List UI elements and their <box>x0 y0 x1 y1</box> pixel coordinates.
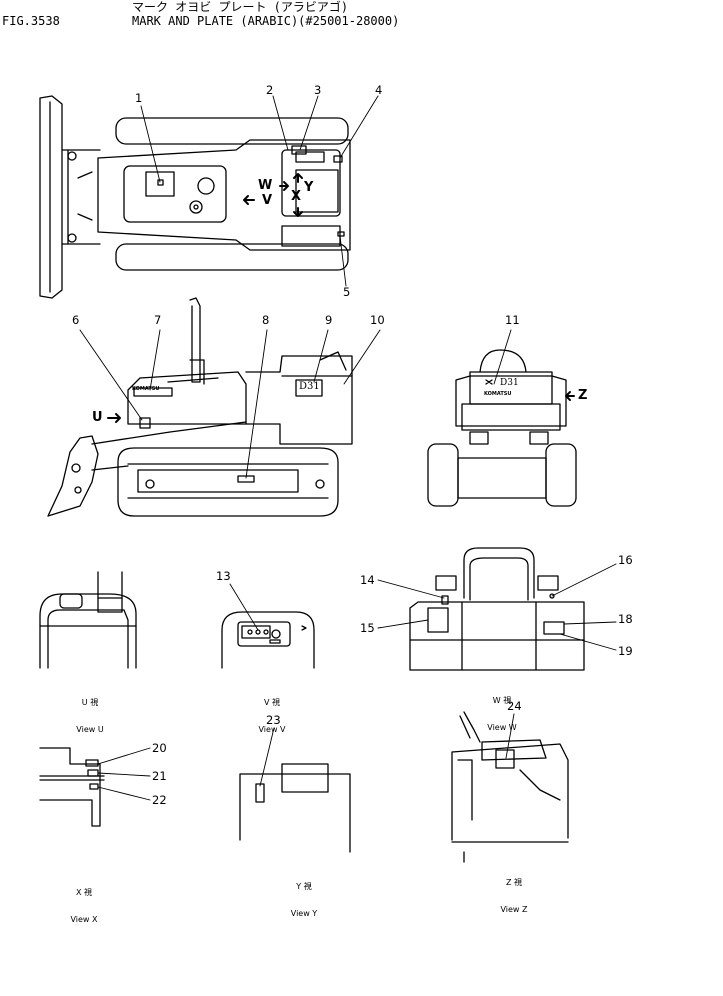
leader-23 <box>259 727 275 787</box>
model-plate-rear: D31 <box>500 378 519 388</box>
caption-view-y: Y 視 View Y <box>282 864 326 927</box>
callout-11: 11 <box>505 313 520 327</box>
view-v-drawing <box>221 611 315 669</box>
view-x-leaders <box>97 747 151 801</box>
callout-20: 20 <box>152 741 167 755</box>
callout-9: 9 <box>325 313 333 327</box>
callout-8: 8 <box>262 313 270 327</box>
view-z-drawing <box>451 711 569 863</box>
callout-1: 1 <box>135 91 143 105</box>
caption-view-u: U 視 View U <box>68 680 112 743</box>
callout-21: 21 <box>152 769 167 783</box>
caption-view-w: W 視 View W <box>480 678 524 741</box>
callout-14: 14 <box>360 573 375 587</box>
top-view-leaders <box>140 95 379 287</box>
top-view-dozer <box>39 95 351 299</box>
caption-view-v-en: View V <box>258 725 286 734</box>
title-japanese: マーク オヨビ プレート (アラビアゴ) <box>132 0 349 14</box>
callout-19: 19 <box>618 644 633 658</box>
callout-2: 2 <box>266 83 274 97</box>
caption-view-y-jp: Y 視 <box>296 882 312 891</box>
view-w-leaders <box>377 563 617 651</box>
view-letter-z: Z <box>578 388 588 403</box>
callout-15: 15 <box>360 621 375 635</box>
callout-22: 22 <box>152 793 167 807</box>
caption-view-w-en: View W <box>487 723 517 732</box>
view-w-drawing <box>409 547 585 671</box>
leader-11 <box>493 329 512 385</box>
caption-view-x-en: View X <box>70 915 98 924</box>
leader-13 <box>229 583 259 631</box>
caption-view-x-jp: X 視 <box>75 888 93 897</box>
caption-view-x: X 視 View X <box>62 870 106 933</box>
callout-18: 18 <box>618 612 633 626</box>
title-english: MARK AND PLATE (ARABIC)(#25001-28000) <box>132 14 400 28</box>
caption-view-v: V 視 View V <box>250 680 294 743</box>
rear-view-dozer <box>427 349 577 507</box>
caption-view-u-jp: U 視 <box>81 698 99 707</box>
callout-10: 10 <box>370 313 385 327</box>
callout-16: 16 <box>618 553 633 567</box>
komatsu-plate-rear: KOMATSU <box>484 391 512 397</box>
side-view-dozer <box>47 297 353 517</box>
caption-view-z-jp: Z 視 <box>505 878 523 887</box>
view-letter-u: U <box>92 410 103 425</box>
callout-7: 7 <box>154 313 162 327</box>
callout-24: 24 <box>507 699 522 713</box>
view-x-drawing <box>39 747 105 827</box>
caption-view-y-en: View Y <box>290 909 318 918</box>
caption-view-v-jp: V 視 <box>263 698 280 707</box>
view-letter-w: W <box>258 178 273 193</box>
callout-5: 5 <box>343 285 351 299</box>
caption-view-w-jp: W 視 <box>492 696 512 705</box>
komatsu-plate-side: KOMATSU <box>132 386 160 392</box>
callout-6: 6 <box>72 313 80 327</box>
caption-view-u-en: View U <box>76 725 104 734</box>
view-letter-v: V <box>262 193 273 208</box>
callout-23: 23 <box>266 713 281 727</box>
side-view-leaders <box>79 329 381 479</box>
figure-number: FIG.3538 <box>2 14 60 28</box>
callout-4: 4 <box>375 83 383 97</box>
model-plate-side: D31 <box>299 381 320 392</box>
callout-3: 3 <box>314 83 322 97</box>
callout-13: 13 <box>216 569 231 583</box>
caption-view-z-en: View Z <box>500 905 528 914</box>
view-y-drawing <box>239 763 351 853</box>
view-letter-x: X <box>291 189 302 204</box>
view-letter-y: Y <box>304 180 314 195</box>
view-u-drawing <box>39 571 137 669</box>
leader-24 <box>505 713 515 759</box>
caption-view-z: Z 視 View Z <box>492 860 536 923</box>
